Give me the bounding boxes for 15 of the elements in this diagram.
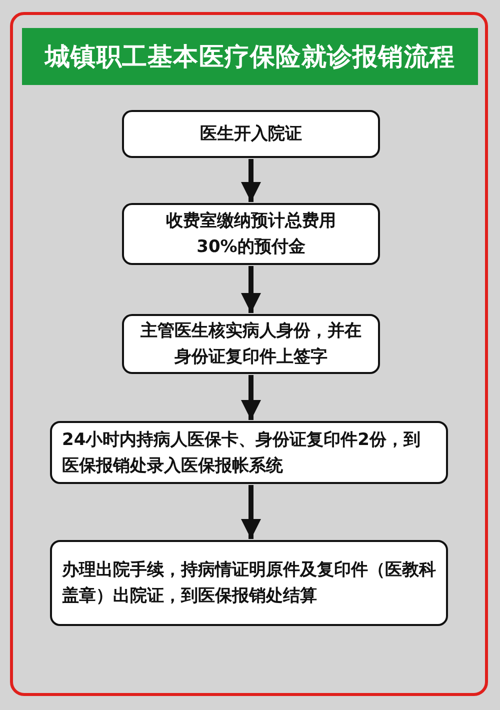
process-box bbox=[122, 110, 380, 158]
process-box bbox=[122, 314, 380, 374]
step-text: 收费室缴纳预计总费用30%的预付金 bbox=[165, 210, 337, 259]
process-box bbox=[122, 203, 380, 265]
step-text: 医生开入院证 bbox=[200, 123, 302, 146]
arrow bbox=[241, 159, 261, 202]
title-banner: 城镇职工基本医疗保险就诊报销流程 bbox=[22, 28, 478, 85]
process-box bbox=[50, 421, 448, 484]
arrow bbox=[241, 375, 261, 420]
step-text: 24小时内持病人医保卡、身份证复印件2份，到医保报销处录入医保报帐系统 bbox=[62, 428, 422, 478]
step-text: 办理出院手续，持病情证明原件及复印件（医教科盖章）出院证，到医保报销处结算 bbox=[62, 559, 436, 608]
arrow bbox=[241, 266, 261, 313]
step-text: 主管医生核实病人身份，并在身份证复印件上签字 bbox=[140, 320, 362, 369]
process-box bbox=[50, 540, 448, 626]
arrow bbox=[241, 485, 261, 539]
